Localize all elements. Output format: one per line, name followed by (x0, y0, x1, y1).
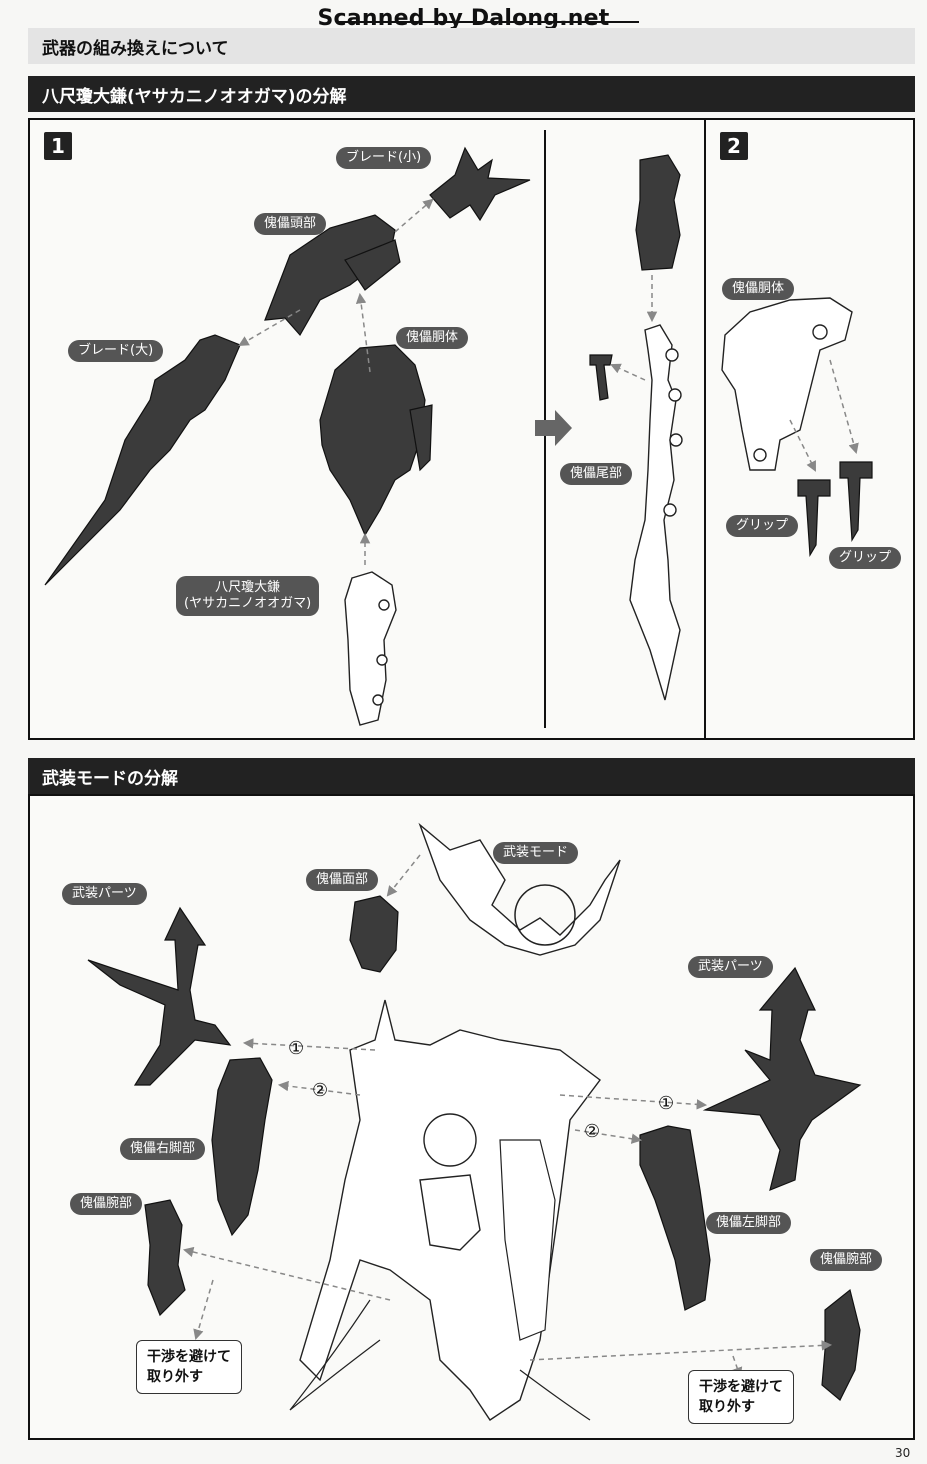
label-scythe-line2: (ヤサカニノオオガマ) (184, 596, 312, 611)
puppet-torso-part (319, 344, 433, 537)
watermark: Scanned by Dalong.net (317, 6, 610, 31)
section-title-bar-scythe: 八尺瓊大鎌(ヤサカニノオオガマ)の分解 (28, 76, 915, 112)
step-number-1: 1 (44, 132, 72, 160)
label-puppet-head: 傀儡頭部 (254, 213, 327, 235)
armed-parts-left (87, 906, 232, 1086)
puppet-arm-left (144, 1199, 186, 1317)
grip-part-b (839, 461, 873, 542)
armed-parts-right (702, 966, 862, 1191)
order-marker-1-left: ① (288, 1038, 305, 1059)
label-grip-a: グリップ (726, 515, 799, 537)
note-box-left: 干渉を避けて 取り外す (136, 1340, 242, 1394)
blade-small-part (429, 146, 531, 222)
note-right-line1: 干渉を避けて (699, 1379, 783, 1395)
note-right-line2: 取り外す (699, 1399, 755, 1415)
label-blade-small: ブレード(小) (336, 147, 432, 169)
label-puppet-tail: 傀儡尾部 (560, 463, 633, 485)
blade-large-part (44, 334, 241, 586)
order-marker-2-right: ② (584, 1121, 601, 1142)
puppet-tail-part (589, 154, 683, 701)
label-armed-mode: 武装モード (493, 842, 579, 864)
label-puppet-torso: 傀儡胴体 (396, 327, 469, 349)
label-step2-puppet-torso: 傀儡胴体 (722, 278, 795, 300)
order-marker-2-left: ② (312, 1080, 329, 1101)
scythe-handle-part (344, 571, 397, 726)
page-title: 武器の組み換えについて (42, 38, 229, 59)
label-scythe-line1: 八尺瓊大鎌 (215, 580, 281, 595)
grip-part-a (797, 479, 831, 557)
label-puppet-arm-left: 傀儡腕部 (70, 1193, 143, 1215)
label-scythe: 八尺瓊大鎌 (ヤサカニノオオガマ) (176, 576, 320, 616)
label-armed-parts-right: 武装パーツ (688, 956, 773, 978)
label-puppet-left-leg: 傀儡左脚部 (706, 1212, 792, 1234)
puppet-right-leg (211, 1057, 273, 1237)
label-puppet-right-leg: 傀儡右脚部 (120, 1138, 206, 1160)
section-title-armed: 武装モードの分解 (42, 768, 178, 789)
puppet-face (349, 895, 399, 973)
page-header-bar: 武器の組み換えについて (28, 28, 915, 64)
note-left-line1: 干渉を避けて (147, 1349, 231, 1365)
step2-torso-part (721, 297, 853, 471)
label-puppet-arm-right: 傀儡腕部 (810, 1249, 883, 1271)
page-number: 30 (895, 1446, 911, 1460)
section-title-scythe: 八尺瓊大鎌(ヤサカニノオオガマ)の分解 (42, 86, 347, 107)
next-step-arrow (535, 410, 572, 446)
armed-mode-figure (289, 822, 621, 1421)
label-armed-parts-left: 武装パーツ (62, 883, 147, 905)
label-puppet-face: 傀儡面部 (306, 869, 379, 891)
watermark-strikeline (337, 21, 639, 23)
label-blade-large: ブレード(大) (68, 340, 164, 362)
section-title-bar-armed: 武装モードの分解 (28, 758, 915, 794)
step2-panel (704, 118, 915, 740)
puppet-head-part (264, 214, 401, 337)
puppet-left-leg (639, 1125, 711, 1311)
step-number-2: 2 (720, 132, 748, 160)
puppet-arm-right (821, 1288, 861, 1401)
label-grip-b: グリップ (829, 547, 902, 569)
note-left-line2: 取り外す (147, 1369, 203, 1385)
note-box-right: 干渉を避けて 取り外す (688, 1370, 794, 1424)
order-marker-1-right: ① (658, 1093, 675, 1114)
